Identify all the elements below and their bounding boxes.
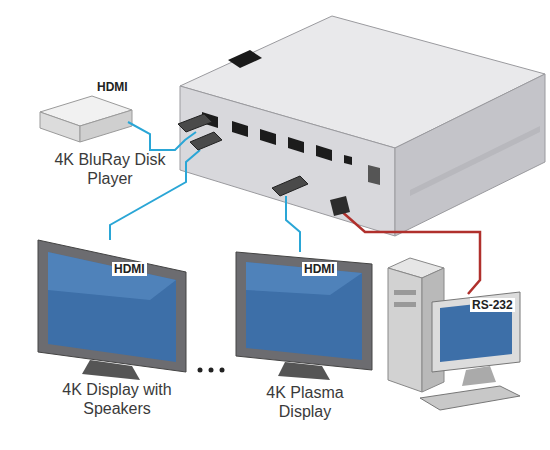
computer [388, 258, 520, 410]
cable-label: HDMI [95, 80, 130, 94]
hdmi-cable [110, 122, 300, 252]
hdmi-ports [202, 112, 380, 185]
rs232-plug [330, 196, 350, 216]
plasma-display [236, 252, 372, 380]
device-name: 4K Display with Speakers [42, 380, 192, 418]
device-label-box: 4K Display with Speakers [42, 380, 192, 418]
device-name: 4K BluRay Disk Player [40, 150, 180, 188]
device-label-box: 4K Plasma Display [240, 383, 370, 421]
hdmi-plug [178, 114, 308, 196]
cable-label: HDMI [302, 262, 337, 276]
more-displays-dots [198, 368, 225, 373]
device-name: 4K Plasma Display [240, 383, 370, 421]
display-with-speakers [38, 240, 186, 380]
device-label-box: 4K BluRay Disk Player [40, 150, 180, 188]
cable-label: HDMI [112, 262, 147, 276]
splitter-device [180, 16, 545, 236]
bluray-player [40, 96, 132, 142]
cable-label: RS-232 [470, 298, 515, 312]
